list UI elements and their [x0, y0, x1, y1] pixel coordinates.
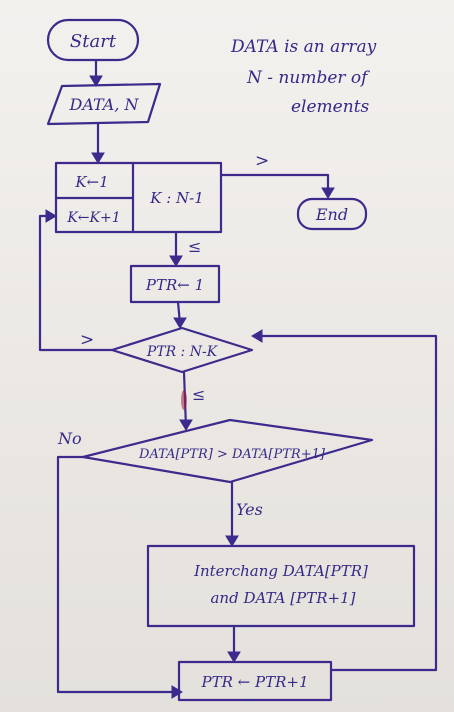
swap-label-2: and DATA [PTR+1]	[210, 589, 355, 607]
arrowhead	[171, 685, 183, 699]
arrowhead	[45, 209, 57, 223]
arrowhead	[169, 255, 183, 267]
arrow-ptr-incr-loop-back	[254, 334, 438, 672]
swap-box	[146, 544, 416, 628]
data-compare-diamond	[81, 418, 374, 484]
k-le-label: ≤	[188, 237, 201, 256]
input-parallelogram	[46, 82, 162, 126]
k-incr-label: K←K+1	[66, 210, 120, 226]
k-gt-label: >	[255, 151, 269, 171]
start-terminal	[46, 18, 140, 62]
arrowhead	[89, 75, 103, 87]
data-compare-label: DATA[PTR] > DATA[PTR+1]	[138, 447, 326, 462]
arrowhead	[179, 419, 193, 431]
arrowhead	[227, 651, 241, 663]
arrow-ptr-compare-back-to-k	[38, 214, 114, 352]
ink-smudge	[181, 390, 187, 410]
arrow-no-branch	[56, 455, 180, 694]
arrowhead	[251, 329, 263, 343]
flowchart-connectors	[38, 58, 438, 699]
swap-label-1: Interchang DATA[PTR]	[193, 562, 368, 580]
k-init-label: K←1	[74, 173, 108, 191]
ptr-init-label: PTR← 1	[145, 276, 204, 294]
ptr-gt-label: >	[80, 330, 94, 350]
ptr-le-label: ≤	[192, 385, 205, 404]
ptr-init-box	[129, 264, 221, 304]
ptr-incr-box	[177, 660, 333, 702]
arrowhead	[225, 535, 239, 547]
flowchart-text: DATA is an array N - number of elements …	[57, 31, 377, 691]
ptr-compare-diamond	[110, 326, 254, 374]
end-terminal	[296, 197, 368, 231]
end-label: End	[315, 205, 348, 224]
ptr-compare-label: PTR : N-K	[146, 344, 219, 360]
arrow-loop-to-end	[219, 173, 330, 195]
arrowhead	[321, 187, 335, 199]
start-label: Start	[70, 31, 117, 52]
arrowhead	[173, 317, 187, 329]
yes-label: Yes	[236, 500, 263, 519]
note-line-3: elements	[291, 97, 370, 117]
input-label: DATA, N	[68, 95, 139, 114]
no-label: No	[57, 429, 82, 448]
arrowhead	[91, 152, 105, 164]
k-compare-label: K : N-1	[149, 189, 204, 207]
note-line-2: N - number of	[246, 68, 370, 88]
note-line-1: DATA is an array	[230, 37, 377, 57]
flowchart-shapes	[46, 18, 416, 702]
ptr-incr-label: PTR ← PTR+1	[201, 673, 309, 691]
